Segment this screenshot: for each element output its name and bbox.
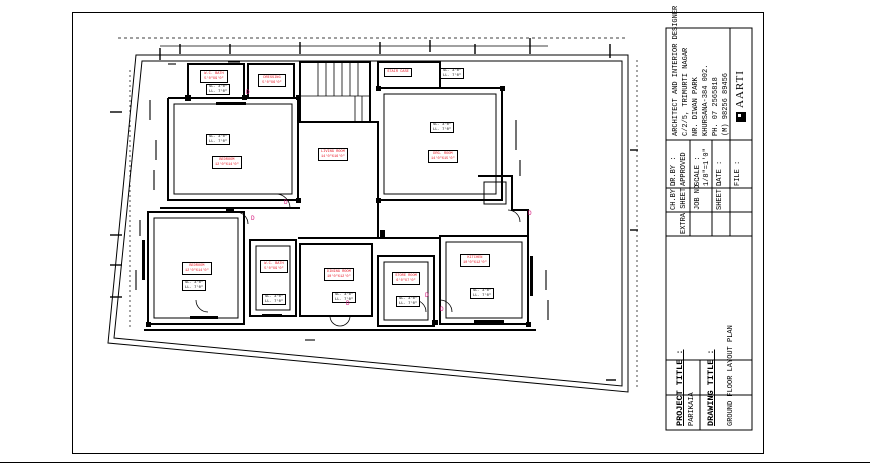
- room-dimensions: 10'0"X12'0": [463, 260, 487, 265]
- status-value: APPROVED: [680, 152, 688, 186]
- level-tag: SL. 3'0"LL. 7'0": [206, 84, 231, 96]
- level-sl: SL. 3'0": [399, 297, 418, 301]
- level-ll: LL. 7'0": [209, 139, 228, 144]
- level-sl: SL. 3'0": [209, 135, 228, 139]
- firm-name: ARCHITECT AND INTERIOR DESIGNER: [672, 5, 680, 136]
- door-mark: D: [425, 292, 429, 299]
- level-ll: LL. 7'0": [209, 89, 228, 94]
- sheet-label: SHEET :: [716, 180, 724, 210]
- room-name: BEDROOM: [189, 264, 205, 268]
- dimension-line-top: [118, 37, 638, 390]
- room-dimensions: 5'0"X9'0": [264, 266, 284, 271]
- room-name: STORE ROOM: [395, 274, 417, 278]
- room-name: LIVING ROOM: [321, 150, 345, 154]
- room-dimensions: 6'0"X7'0": [396, 278, 416, 283]
- room-name: W.C. BATH: [204, 72, 224, 76]
- door-mark: D: [251, 215, 255, 222]
- level-sl: SL. 3'0": [443, 69, 462, 73]
- room-name: STAIR CASE: [387, 70, 409, 74]
- door-mark: D: [246, 89, 250, 96]
- sheet-bottom-edge: [0, 462, 870, 463]
- door-mark: D: [346, 300, 350, 307]
- level-ll: LL. 7'0": [443, 73, 462, 78]
- firm-city: KHURSANA-384 002.: [702, 64, 710, 136]
- level-tag: SL. 3'0"LL. 7'0": [470, 288, 495, 300]
- room-dimensions: 10'0"X12'0": [327, 274, 351, 279]
- window-markers: [142, 102, 533, 323]
- room-dimensions: 5'0"X6'0": [262, 80, 282, 85]
- firm-mobile: (M) 98256 89456: [722, 72, 730, 136]
- firm-address-line2: NR. DIWAN PARK: [692, 77, 700, 136]
- drawing-name: GROUND FLOOR LAYOUT PLAN: [727, 325, 735, 426]
- level-ll: LL. 7'0": [185, 285, 204, 290]
- room-dimensions: 14'0"X16'0": [321, 154, 345, 159]
- room-name: KITCHEN: [467, 256, 483, 260]
- level-sl: SL. 3'0": [473, 289, 492, 293]
- scale-value: 1/8"=1'0": [703, 148, 711, 186]
- level-tag: SL. 3'0"LL. 7'0": [332, 292, 357, 304]
- level-ll: LL. 7'0": [433, 127, 452, 132]
- level-tag: SL. 3'0"LL. 7'0": [396, 296, 421, 308]
- dimension-ticks: [135, 61, 549, 341]
- door-mark: D: [440, 306, 444, 313]
- file-label: FILE :: [734, 160, 742, 186]
- level-tag: SL. 3'0"LL. 7'0": [430, 122, 455, 134]
- level-sl: SL. 3'0": [433, 123, 452, 127]
- project-title-label: PROJECT TITLE :: [675, 349, 685, 426]
- room-name: W.C. BATH: [264, 262, 284, 266]
- level-sl: SL. 3'0": [209, 85, 228, 89]
- logo-text: AARTI: [734, 70, 746, 108]
- site-boundary: [107, 54, 629, 393]
- level-ll: LL. 7'0": [335, 297, 354, 302]
- firm-address-line1: C/2/5, TRIMURTI NAGAR: [682, 47, 690, 136]
- room-dimensions: 5'0"X9'0": [204, 76, 224, 81]
- room-dimensions: 14'0"X15'0": [431, 156, 455, 161]
- level-tag: SL. 3'0"LL. 7'0": [182, 280, 207, 292]
- level-tag: SL. 3'0"LL. 7'0": [262, 294, 287, 306]
- room-dimensions: 12'0"X14'0": [185, 268, 209, 273]
- room-label: STAIR CASE: [384, 68, 412, 77]
- door-mark: D: [284, 199, 288, 206]
- level-ll: LL. 7'0": [265, 299, 284, 304]
- room-name: DRG. ROOM: [433, 152, 453, 156]
- staircase-treads: [300, 62, 370, 122]
- drawing-sheet-border: [72, 12, 764, 454]
- door-swings: [195, 193, 521, 327]
- logo-mark: [736, 112, 746, 122]
- firm-phone: PH. 07 2565818: [712, 77, 720, 136]
- level-ll: LL. 7'0": [399, 301, 418, 306]
- level-ll: LL. 7'0": [473, 293, 492, 298]
- title-block-frame: [665, 27, 753, 431]
- checked-by-label: CH.BY :: [670, 180, 678, 210]
- project-name: PARIKAIA: [688, 392, 696, 426]
- level-tag: SL. 3'0"LL. 7'0": [440, 68, 465, 80]
- job-no-label: JOB NO :: [694, 176, 702, 210]
- structural-columns: [146, 86, 531, 327]
- level-tag: SL. 3'0"LL. 7'0": [206, 134, 231, 146]
- door-mark: D: [528, 210, 532, 217]
- sheet-value: EXTRA SHEET: [680, 187, 688, 234]
- room-name: DRESSING: [263, 76, 281, 80]
- room-name: BEDROOM: [219, 158, 235, 162]
- room-name: DINING ROOM: [327, 270, 351, 274]
- drawing-title-label: DRAWING TITLE :: [706, 349, 716, 426]
- level-sl: SL. 3'0": [335, 293, 354, 297]
- level-sl: SL. 3'0": [185, 281, 204, 285]
- level-sl: SL. 3'0": [265, 295, 284, 299]
- room-dimensions: 12'0"X14'0": [215, 162, 239, 167]
